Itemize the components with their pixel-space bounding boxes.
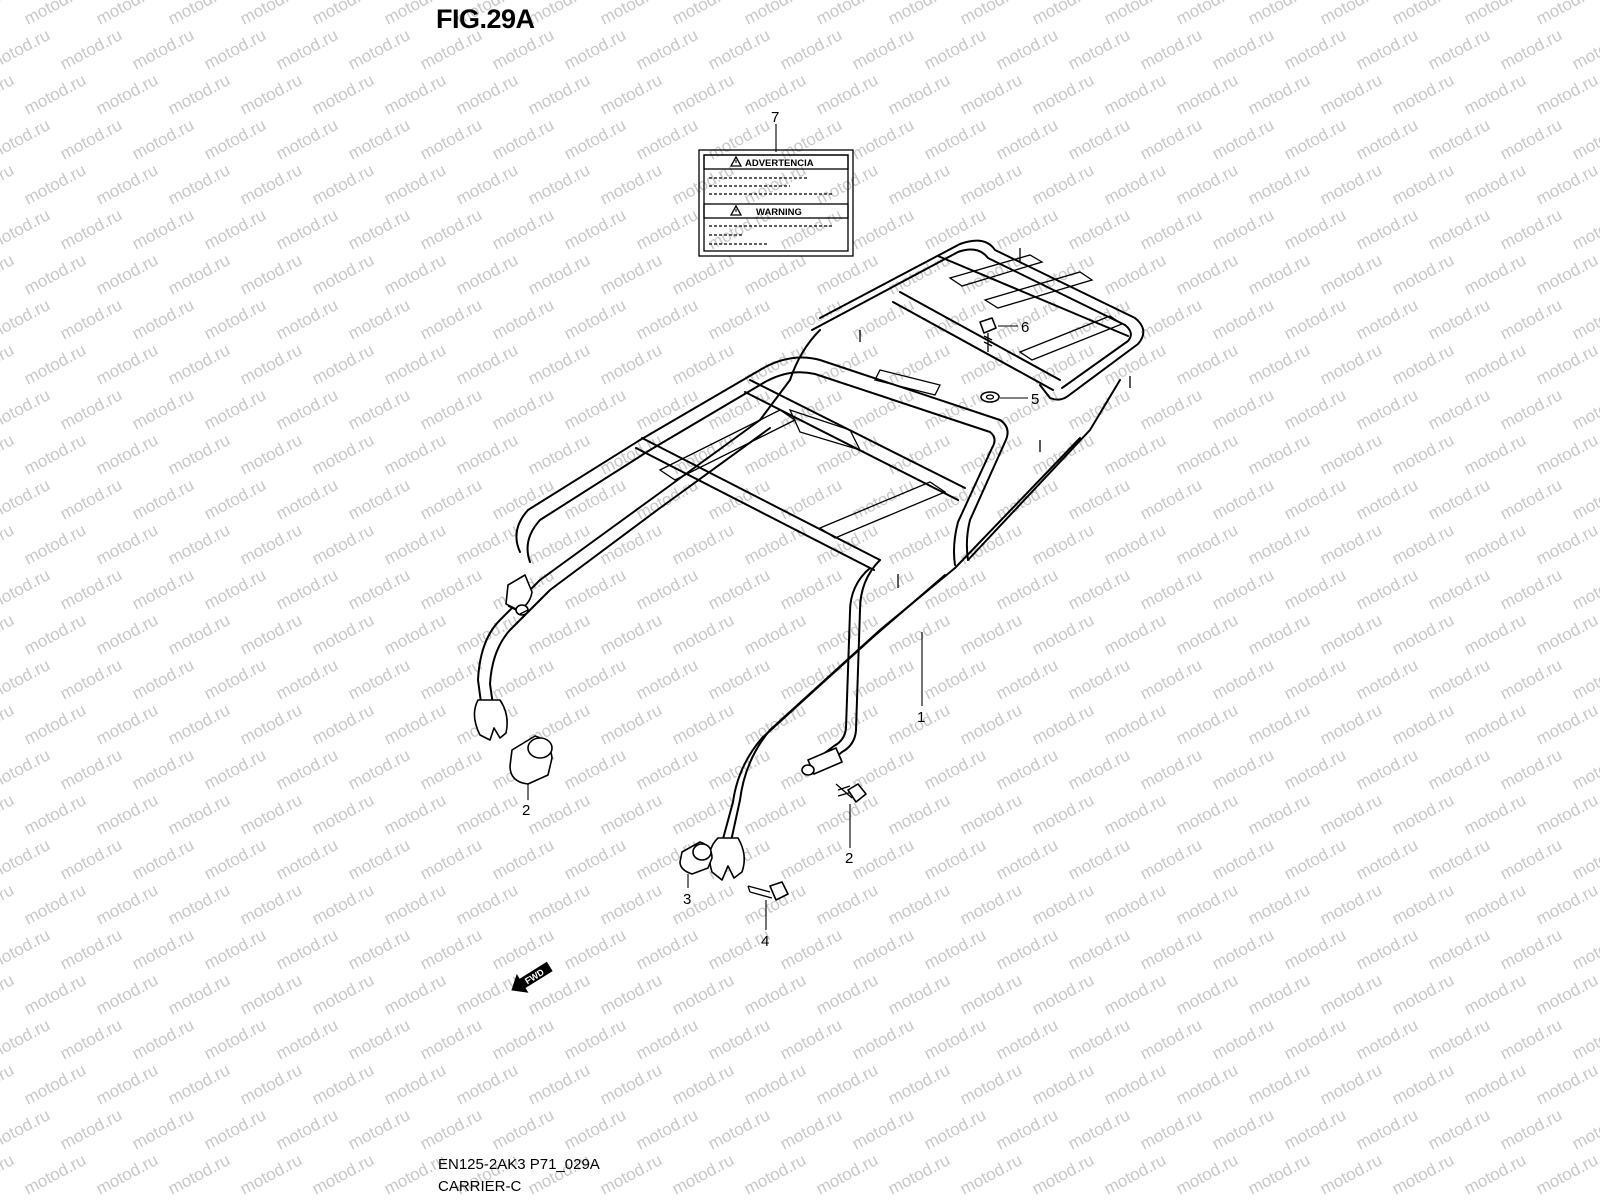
callout-6: 6 xyxy=(1021,319,1029,336)
warning-label: ADVERTENCIA WARNING xyxy=(698,149,854,257)
callout-7: 7 xyxy=(771,109,779,126)
leader-lines xyxy=(527,124,1028,930)
spigot xyxy=(801,764,815,776)
cushion-2-left xyxy=(509,735,553,785)
callout-1: 1 xyxy=(917,709,925,726)
section-name: CARRIER-C xyxy=(438,1178,522,1195)
model-code: EN125-2AK3 P71_029A xyxy=(438,1156,600,1173)
warning-label-header-top: ADVERTENCIA xyxy=(745,158,814,169)
washer-5 xyxy=(980,391,1000,403)
carrier-frame xyxy=(473,239,1145,881)
bolt-6 xyxy=(979,317,997,352)
bolt-2-right xyxy=(835,783,867,803)
warning-triangle-icon xyxy=(729,155,743,167)
callout-labels: 7 6 5 1 2 2 3 4 xyxy=(522,109,1039,950)
callout-3: 3 xyxy=(683,891,691,908)
bolt-4 xyxy=(747,881,789,901)
fwd-arrow-icon: FWD xyxy=(511,961,553,993)
warning-label-header-bottom: WARNING xyxy=(756,207,802,218)
cushion-3 xyxy=(679,841,713,875)
callout-2-right: 2 xyxy=(845,850,853,867)
callout-5: 5 xyxy=(1031,391,1039,408)
callout-4: 4 xyxy=(761,933,769,950)
warning-triangle-icon xyxy=(729,204,743,216)
callout-2-left: 2 xyxy=(522,802,530,819)
